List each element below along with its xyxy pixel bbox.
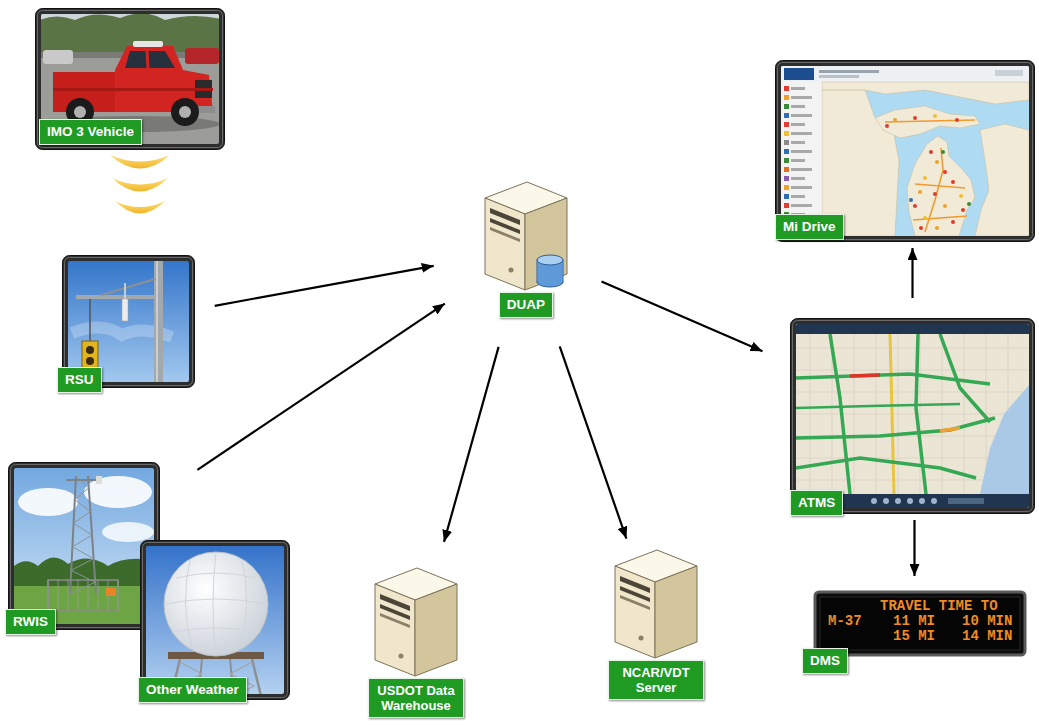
radar-photo xyxy=(140,540,290,700)
node-label: Other Weather xyxy=(138,677,247,703)
picture-node: IMO 3 Vehicle xyxy=(35,8,225,150)
node-label: DMS xyxy=(802,648,848,674)
node-label: RWIS xyxy=(5,609,56,635)
node-label: ATMS xyxy=(790,490,843,516)
wave-arc xyxy=(110,155,170,169)
server-icon xyxy=(371,566,461,678)
weather-station-photo xyxy=(8,462,160,630)
wave-arc xyxy=(115,201,165,214)
picture-node: RWIS xyxy=(8,462,160,630)
node-label: USDOT Data Warehouse xyxy=(368,678,464,718)
server-node: DUAP xyxy=(478,180,574,318)
server-icon xyxy=(481,180,571,292)
picture-node: Other Weather xyxy=(140,540,290,700)
arrow-connector xyxy=(602,282,763,352)
node-label: IMO 3 Vehicle xyxy=(39,119,142,145)
arrow-connector xyxy=(444,347,499,542)
sign-text: M-37 xyxy=(828,614,862,629)
sign-text: 11 MI xyxy=(893,614,935,629)
node-label: RSU xyxy=(57,367,102,393)
arrow-connector xyxy=(913,520,915,576)
sign-text: 15 MI xyxy=(893,629,935,644)
arrow-connector xyxy=(911,248,913,298)
node-label: Mi Drive xyxy=(775,214,844,240)
arrow-connector xyxy=(560,346,627,538)
picture-node: RSU xyxy=(62,255,195,388)
picture-node: ATMS xyxy=(790,318,1035,514)
arrow-connector xyxy=(197,304,444,470)
server-node: USDOT Data Warehouse xyxy=(366,566,466,718)
picture-node: Mi Drive xyxy=(775,60,1035,242)
wave-arc xyxy=(112,178,168,192)
sign-text: TRAVEL TIME TO xyxy=(880,599,998,614)
node-label: NCAR/VDT Server xyxy=(608,660,704,700)
node-label: DUAP xyxy=(499,292,553,318)
arrow-connector xyxy=(215,266,434,306)
sign-text: 14 MIN xyxy=(962,629,1012,644)
sign-text: 10 MIN xyxy=(962,614,1012,629)
server-icon xyxy=(611,548,701,660)
map-screenshot xyxy=(790,318,1035,514)
server-node: NCAR/VDT Server xyxy=(604,548,708,700)
